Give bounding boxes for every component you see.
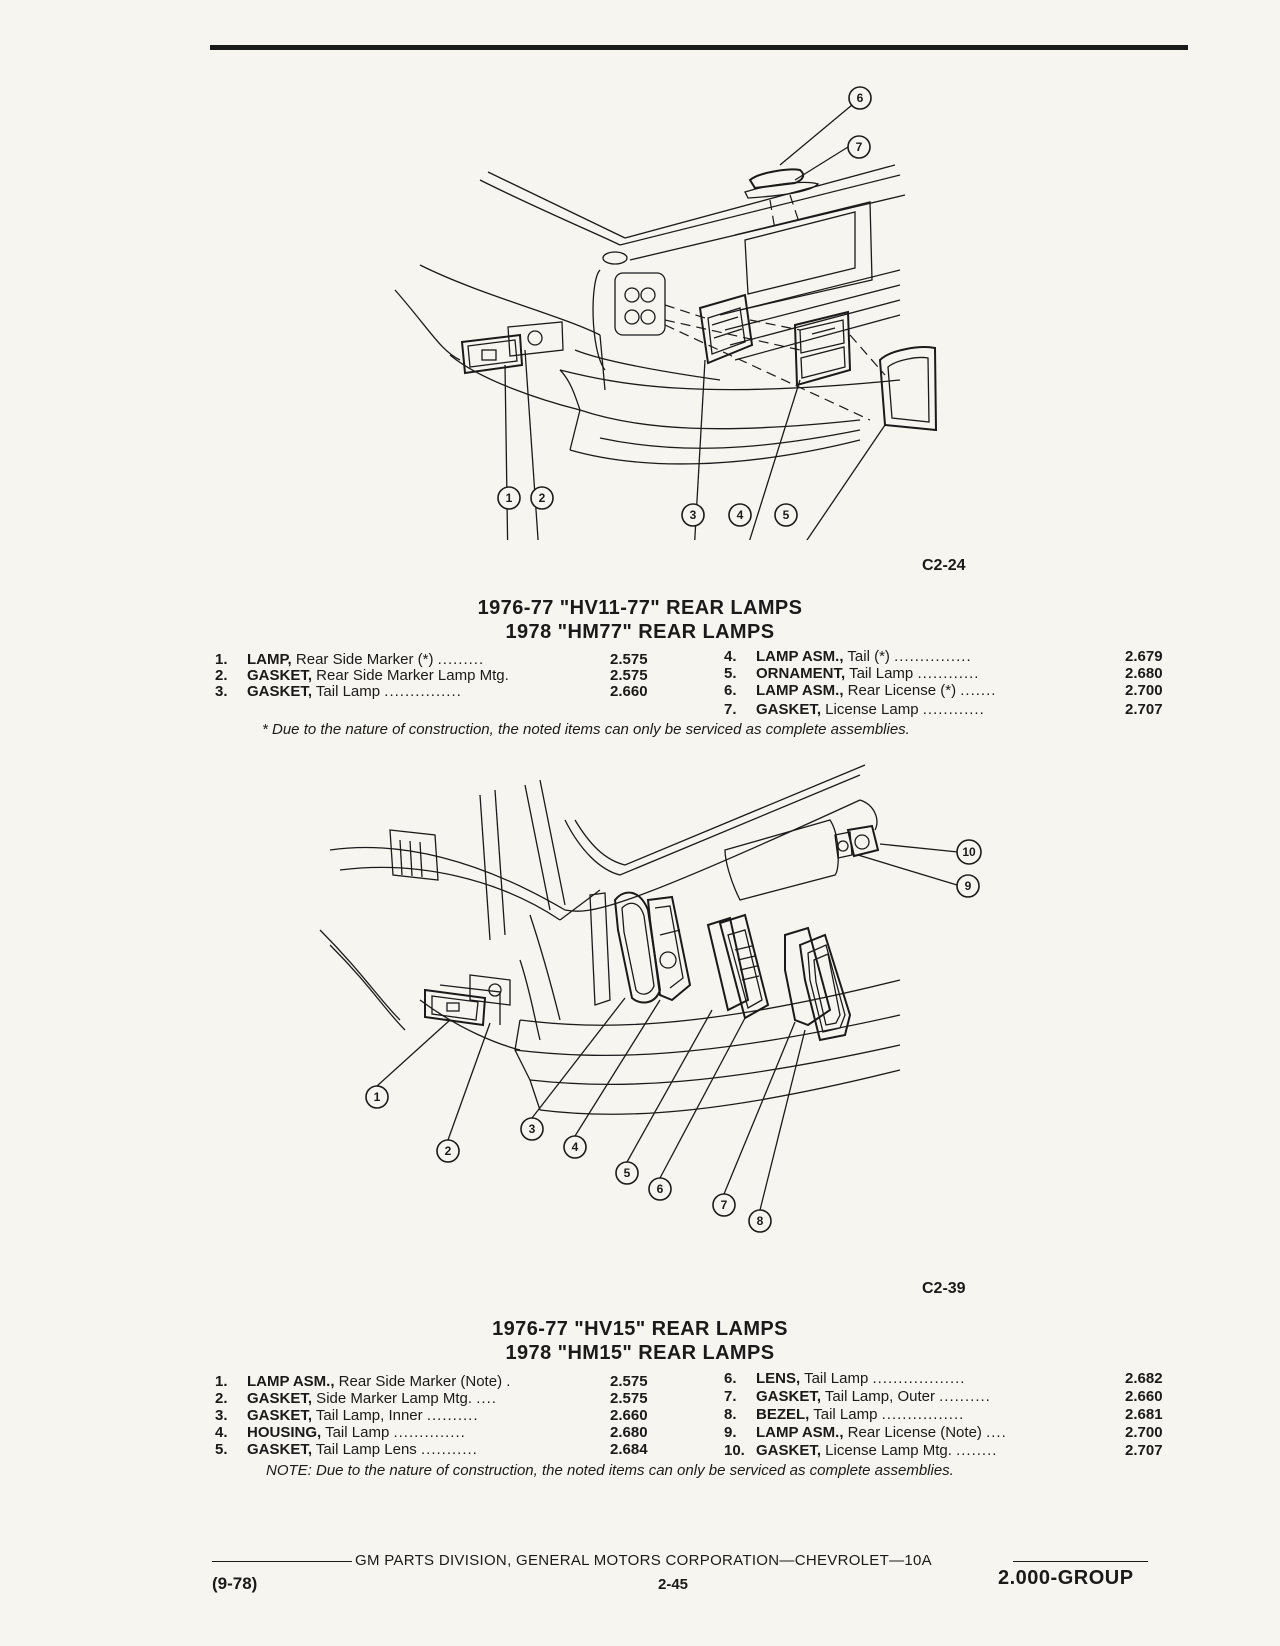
callout-label: 5 — [624, 1166, 631, 1180]
callout-label: 7 — [721, 1198, 728, 1212]
figure-hv11-rear-lamps: 6 7 1 2 3 4 5 — [0, 80, 1280, 540]
figure-code: C2-24 — [922, 557, 966, 574]
callout-10: 10 — [956, 839, 982, 865]
list-item: 8.BEZEL, Tail Lamp ................ — [724, 1406, 965, 1423]
list-item: 3.GASKET, Tail Lamp, Inner .......... — [215, 1407, 479, 1424]
part-code: 2.575 — [610, 1390, 648, 1407]
callout-3: 3 — [681, 503, 705, 527]
part-code: 2.681 — [1125, 1406, 1163, 1423]
callout-label: 4 — [737, 508, 744, 522]
list-item: 6.LAMP ASM., Rear License (*) ....... — [724, 682, 997, 699]
callout-7: 7 — [712, 1193, 736, 1217]
section-title: 1976-77 "HV11-77" REAR LAMPS — [477, 597, 803, 619]
list-item: 7.GASKET, License Lamp ............ — [724, 701, 985, 718]
callout-label: 10 — [962, 845, 976, 859]
callout-label: 2 — [445, 1144, 452, 1158]
part-code: 2.575 — [610, 651, 648, 668]
callout-2: 2 — [530, 486, 554, 510]
callout-label: 6 — [857, 91, 864, 105]
callout-4: 4 — [728, 503, 752, 527]
callout-4: 4 — [563, 1135, 587, 1159]
list-item: 1.LAMP, Rear Side Marker (*) ......... — [215, 651, 485, 668]
footer-rule-right — [1013, 1561, 1148, 1562]
part-code: 2.660 — [1125, 1388, 1163, 1405]
part-code: 2.680 — [610, 1424, 648, 1441]
list-item: 1.LAMP ASM., Rear Side Marker (Note) . — [215, 1373, 511, 1390]
service-note: * Due to the nature of construction, the… — [262, 721, 910, 738]
callout-label: 5 — [783, 508, 790, 522]
list-item: 4.LAMP ASM., Tail (*) ............... — [724, 648, 972, 665]
revision-date: (9-78) — [212, 1574, 258, 1593]
callout-6: 6 — [648, 1177, 672, 1201]
page-number: 2-45 — [658, 1576, 689, 1593]
list-item: 7.GASKET, Tail Lamp, Outer .......... — [724, 1388, 991, 1405]
list-item: 10.GASKET, License Lamp Mtg. ........ — [724, 1442, 998, 1459]
callout-8: 8 — [748, 1209, 772, 1233]
section-title: 1976-77 "HV15" REAR LAMPS — [492, 1318, 788, 1340]
callout-label: 1 — [374, 1090, 381, 1104]
callout-label: 9 — [965, 879, 972, 893]
part-code: 2.575 — [610, 667, 648, 684]
part-code: 2.680 — [1125, 665, 1163, 682]
part-code: 2.682 — [1125, 1370, 1163, 1387]
part-code: 2.575 — [610, 1373, 648, 1390]
part-code: 2.707 — [1125, 1442, 1163, 1459]
figure-hv15-rear-lamps: 10 9 1 2 3 4 5 6 7 8 — [0, 760, 1280, 1280]
callout-1: 1 — [497, 486, 521, 510]
callout-label: 1 — [506, 491, 513, 505]
exploded-view-drawing-2 — [319, 764, 959, 1211]
callout-2: 2 — [436, 1139, 460, 1163]
list-item: 3.GASKET, Tail Lamp ............... — [215, 683, 462, 700]
part-code: 2.700 — [1125, 682, 1163, 699]
list-item: 2.GASKET, Rear Side Marker Lamp Mtg. — [215, 667, 509, 684]
list-item: 9.LAMP ASM., Rear License (Note) .... — [724, 1424, 1007, 1441]
callout-6: 6 — [848, 86, 872, 110]
callout-9: 9 — [956, 874, 980, 898]
list-item: 5.GASKET, Tail Lamp Lens ........... — [215, 1441, 478, 1458]
footer-rule-left — [212, 1561, 352, 1562]
part-code: 2.660 — [610, 683, 648, 700]
figure-code: C2-39 — [922, 1280, 966, 1297]
callout-label: 3 — [690, 508, 697, 522]
list-item: 5.ORNAMENT, Tail Lamp ............ — [724, 665, 980, 682]
part-code: 2.684 — [610, 1441, 648, 1458]
section-subtitle: 1978 "HM15" REAR LAMPS — [505, 1342, 775, 1364]
callout-5: 5 — [615, 1161, 639, 1185]
list-item: 6.LENS, Tail Lamp .................. — [724, 1370, 966, 1387]
group-number: 2.000-GROUP — [998, 1567, 1134, 1589]
callout-label: 3 — [529, 1122, 536, 1136]
list-item: 4.HOUSING, Tail Lamp .............. — [215, 1424, 466, 1441]
callout-1: 1 — [365, 1085, 389, 1109]
callout-label: 2 — [539, 491, 546, 505]
top-rule — [210, 45, 1188, 50]
callout-label: 8 — [757, 1214, 764, 1228]
callout-label: 6 — [657, 1182, 664, 1196]
callout-label: 7 — [856, 140, 863, 154]
exploded-view-drawing-1 — [394, 99, 938, 540]
callout-label: 4 — [572, 1140, 579, 1154]
callout-5: 5 — [774, 503, 798, 527]
list-item: 2.GASKET, Side Marker Lamp Mtg. .... — [215, 1390, 497, 1407]
part-code: 2.707 — [1125, 701, 1163, 718]
section-subtitle: 1978 "HM77" REAR LAMPS — [505, 621, 775, 643]
callout-3: 3 — [520, 1117, 544, 1141]
publisher-line: GM PARTS DIVISION, GENERAL MOTORS CORPOR… — [355, 1552, 932, 1569]
callout-7: 7 — [847, 135, 871, 159]
part-code: 2.700 — [1125, 1424, 1163, 1441]
part-code: 2.660 — [610, 1407, 648, 1424]
part-code: 2.679 — [1125, 648, 1163, 665]
service-note: NOTE: Due to the nature of construction,… — [266, 1462, 954, 1479]
